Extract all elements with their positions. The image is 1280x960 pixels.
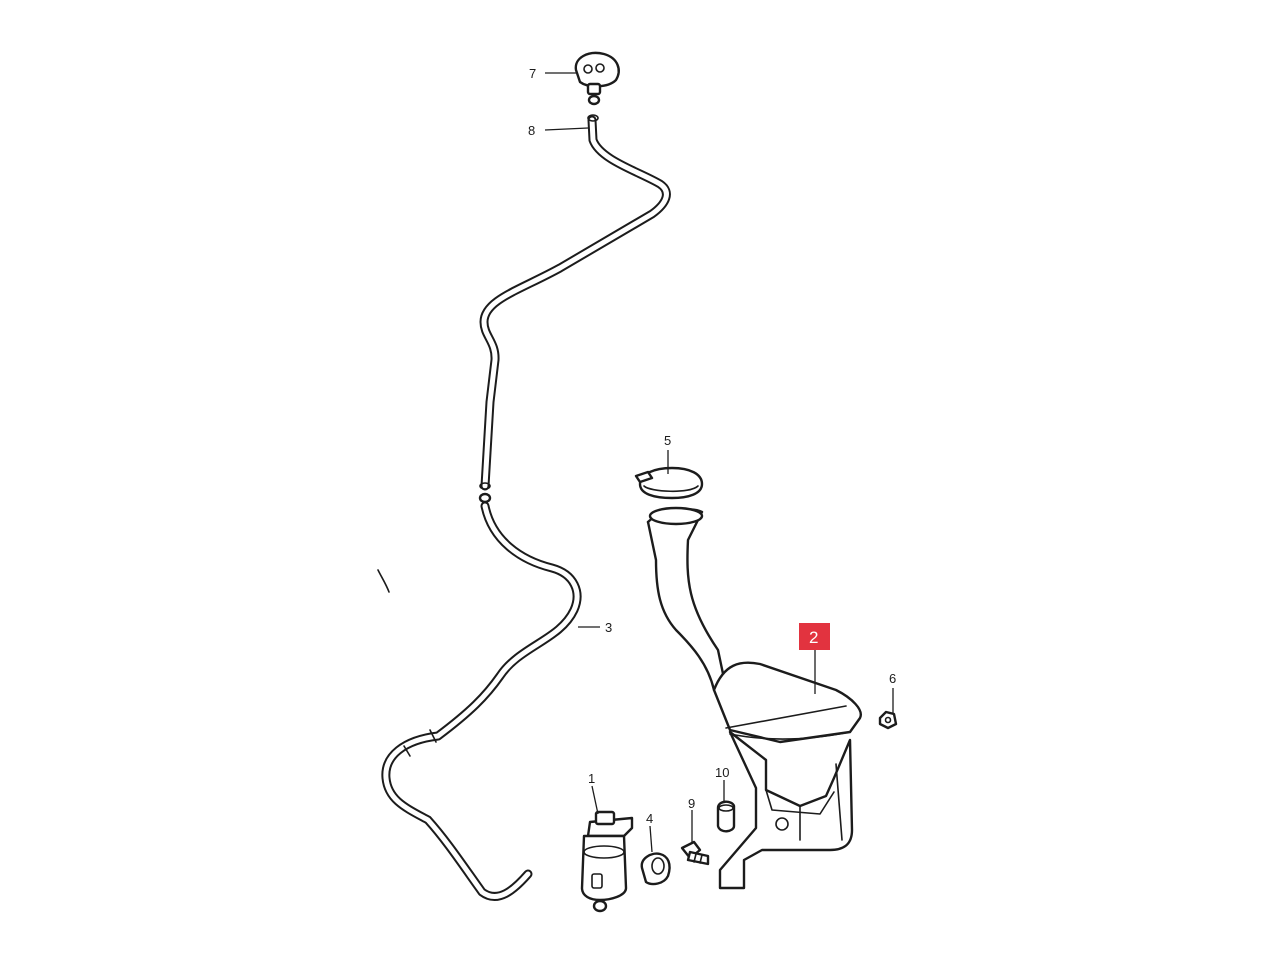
- highlight-badge: [799, 623, 830, 650]
- callout-8: 8: [528, 123, 535, 138]
- leader-1: [591, 785, 599, 815]
- leader-8: [544, 127, 589, 131]
- pump-grommet[interactable]: [640, 852, 671, 886]
- lower-washer-hose[interactable]: [381, 501, 582, 901]
- leader-4: [649, 825, 653, 853]
- callout-10: 10: [715, 765, 729, 780]
- washer-nozzle[interactable]: [574, 51, 620, 106]
- callout-1: 1: [588, 771, 595, 786]
- callout-2-highlight[interactable]: 2: [799, 623, 830, 650]
- washer-reservoir-tank[interactable]: [646, 506, 862, 890]
- callout-4: 4: [646, 811, 653, 826]
- reservoir-filler-cap[interactable]: [634, 466, 704, 500]
- callout-6: 6: [889, 671, 896, 686]
- stray-mark: [377, 569, 390, 593]
- washer-pump-motor[interactable]: [580, 810, 634, 913]
- callout-7: 7: [529, 66, 536, 81]
- callout-9: 9: [688, 796, 695, 811]
- callout-5: 5: [664, 433, 671, 448]
- hose-joint: [478, 492, 492, 504]
- mounting-clip[interactable]: [878, 710, 898, 730]
- callout-2: 2: [809, 628, 818, 647]
- leader-lines: [544, 72, 894, 853]
- spacer-bushing[interactable]: [716, 800, 736, 833]
- upper-washer-hose[interactable]: [479, 114, 671, 491]
- callout-3: 3: [605, 620, 612, 635]
- mounting-bolt[interactable]: [680, 840, 710, 866]
